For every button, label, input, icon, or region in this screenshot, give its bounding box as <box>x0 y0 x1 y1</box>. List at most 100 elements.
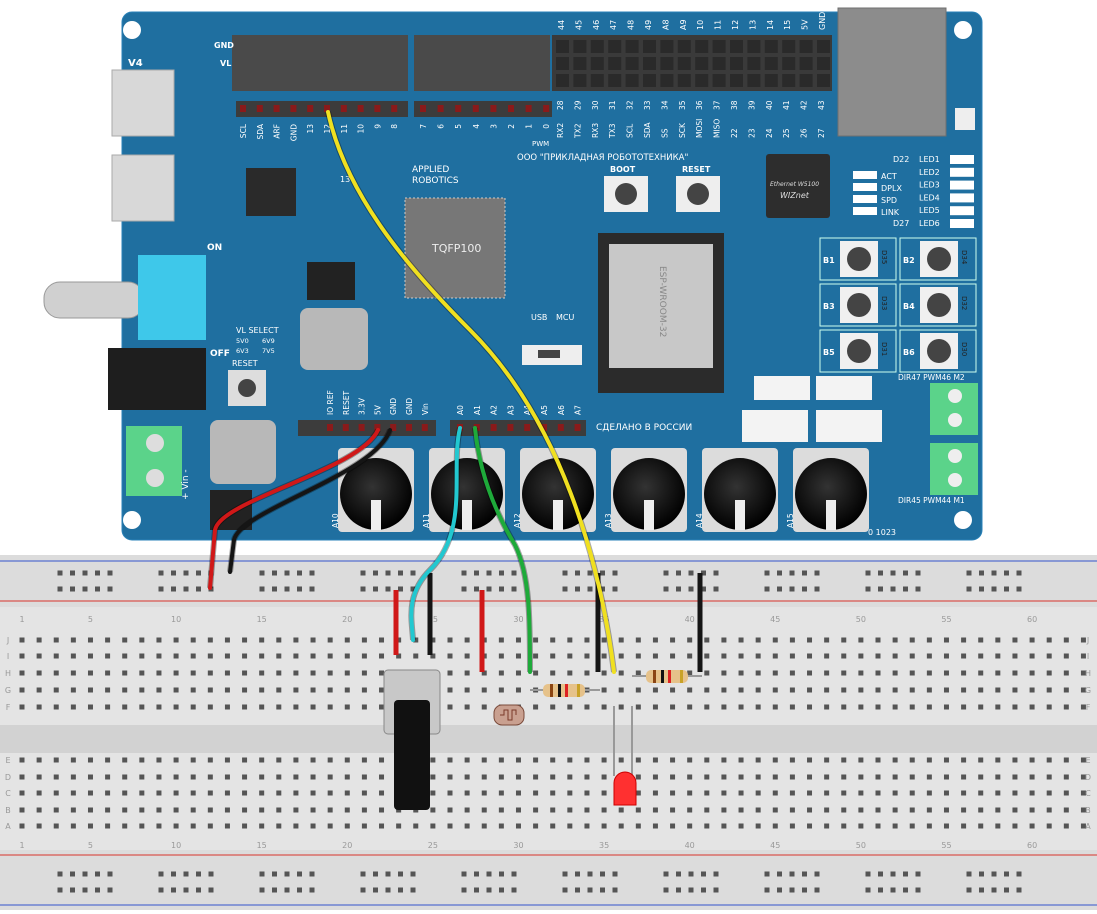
breadboard-hole[interactable] <box>755 807 761 813</box>
header-pin[interactable] <box>490 105 497 112</box>
rail-hole[interactable] <box>474 871 479 877</box>
breadboard-hole[interactable] <box>344 653 350 659</box>
rail-hole[interactable] <box>1004 570 1009 576</box>
breadboard-hole[interactable] <box>567 637 573 643</box>
breadboard-hole[interactable] <box>327 790 333 796</box>
breadboard-hole[interactable] <box>652 704 658 710</box>
breadboard-hole[interactable] <box>498 823 504 829</box>
breadboard-hole[interactable] <box>19 757 25 763</box>
header-pin[interactable] <box>625 74 639 87</box>
rail-hole[interactable] <box>95 570 100 576</box>
breadboard-hole[interactable] <box>430 823 436 829</box>
rail-hole[interactable] <box>70 887 75 893</box>
header-pin[interactable] <box>608 57 622 70</box>
breadboard-hole[interactable] <box>550 704 556 710</box>
header-pin[interactable] <box>695 57 709 70</box>
rail-hole[interactable] <box>802 586 807 592</box>
breadboard-hole[interactable] <box>327 823 333 829</box>
breadboard-hole[interactable] <box>943 653 949 659</box>
potentiometer[interactable] <box>383 669 441 810</box>
breadboard-hole[interactable] <box>481 704 487 710</box>
breadboard-hole[interactable] <box>670 637 676 643</box>
breadboard-hole[interactable] <box>704 637 710 643</box>
breadboard-hole[interactable] <box>584 670 590 676</box>
breadboard-hole[interactable] <box>242 807 248 813</box>
breadboard-hole[interactable] <box>498 757 504 763</box>
breadboard-hole[interactable] <box>687 670 693 676</box>
breadboard-hole[interactable] <box>70 653 76 659</box>
breadboard-hole[interactable] <box>515 757 521 763</box>
breadboard-hole[interactable] <box>259 637 265 643</box>
rail-hole[interactable] <box>562 887 568 893</box>
rail-hole[interactable] <box>575 570 580 576</box>
breadboard-hole[interactable] <box>19 774 25 780</box>
rail-hole[interactable] <box>259 887 265 893</box>
reset-small-button[interactable] <box>955 108 975 130</box>
breadboard-hole[interactable] <box>464 704 470 710</box>
header-pin[interactable] <box>327 424 333 431</box>
rail-hole[interactable] <box>57 586 63 592</box>
breadboard-hole[interactable] <box>755 687 761 693</box>
breadboard-hole[interactable] <box>926 704 932 710</box>
breadboard-hole[interactable] <box>704 687 710 693</box>
breadboard-hole[interactable] <box>824 823 830 829</box>
rail-hole[interactable] <box>612 586 618 592</box>
breadboard-hole[interactable] <box>224 790 230 796</box>
rail-hole[interactable] <box>70 586 75 592</box>
breadboard-hole[interactable] <box>1080 637 1086 643</box>
rail-hole[interactable] <box>1016 887 1022 893</box>
breadboard-hole[interactable] <box>224 704 230 710</box>
breadboard-hole[interactable] <box>293 757 299 763</box>
breadboard-hole[interactable] <box>926 670 932 676</box>
header-pin[interactable] <box>508 105 514 112</box>
breadboard-hole[interactable] <box>1029 790 1035 796</box>
rail-hole[interactable] <box>107 887 113 893</box>
breadboard-hole[interactable] <box>87 807 93 813</box>
breadboard-hole[interactable] <box>515 807 521 813</box>
breadboard-hole[interactable] <box>841 687 847 693</box>
breadboard-hole[interactable] <box>995 653 1001 659</box>
breadboard-hole[interactable] <box>721 670 727 676</box>
breadboard-hole[interactable] <box>344 823 350 829</box>
breadboard-hole[interactable] <box>1012 637 1018 643</box>
breadboard-hole[interactable] <box>943 687 949 693</box>
breadboard-hole[interactable] <box>344 670 350 676</box>
breadboard-hole[interactable] <box>789 823 795 829</box>
breadboard-hole[interactable] <box>772 637 778 643</box>
breadboard-hole[interactable] <box>1029 637 1035 643</box>
breadboard-hole[interactable] <box>515 774 521 780</box>
reset-left-button[interactable] <box>228 370 266 406</box>
rail-hole[interactable] <box>587 887 593 893</box>
breadboard-hole[interactable] <box>515 687 521 693</box>
breadboard-hole[interactable] <box>498 807 504 813</box>
rail-hole[interactable] <box>575 887 580 893</box>
rail-hole[interactable] <box>398 887 403 893</box>
breadboard-hole[interactable] <box>122 637 128 643</box>
breadboard-hole[interactable] <box>361 670 367 676</box>
breadboard-hole[interactable] <box>327 807 333 813</box>
potentiometer-knob[interactable] <box>704 458 776 530</box>
header-pin[interactable] <box>574 424 581 431</box>
rail-hole[interactable] <box>802 887 807 893</box>
breadboard-hole[interactable] <box>105 704 111 710</box>
rail-hole[interactable] <box>486 887 492 893</box>
breadboard-hole[interactable] <box>635 774 641 780</box>
rail-hole[interactable] <box>575 871 580 877</box>
rail-hole[interactable] <box>979 586 984 592</box>
breadboard-hole[interactable] <box>533 790 539 796</box>
breadboard-hole[interactable] <box>36 790 42 796</box>
rail-hole[interactable] <box>612 570 618 576</box>
header-pin[interactable] <box>420 105 426 112</box>
breadboard-hole[interactable] <box>858 687 864 693</box>
header-pin[interactable] <box>541 424 547 431</box>
breadboard-hole[interactable] <box>447 687 453 693</box>
header-pin[interactable] <box>799 57 813 70</box>
breadboard-hole[interactable] <box>943 757 949 763</box>
breadboard-hole[interactable] <box>1080 790 1086 796</box>
breadboard-hole[interactable] <box>413 637 419 643</box>
rail-hole[interactable] <box>297 570 302 576</box>
breadboard-hole[interactable] <box>1029 687 1035 693</box>
breadboard-hole[interactable] <box>618 823 624 829</box>
breadboard-hole[interactable] <box>310 774 316 780</box>
breadboard-hole[interactable] <box>293 687 299 693</box>
